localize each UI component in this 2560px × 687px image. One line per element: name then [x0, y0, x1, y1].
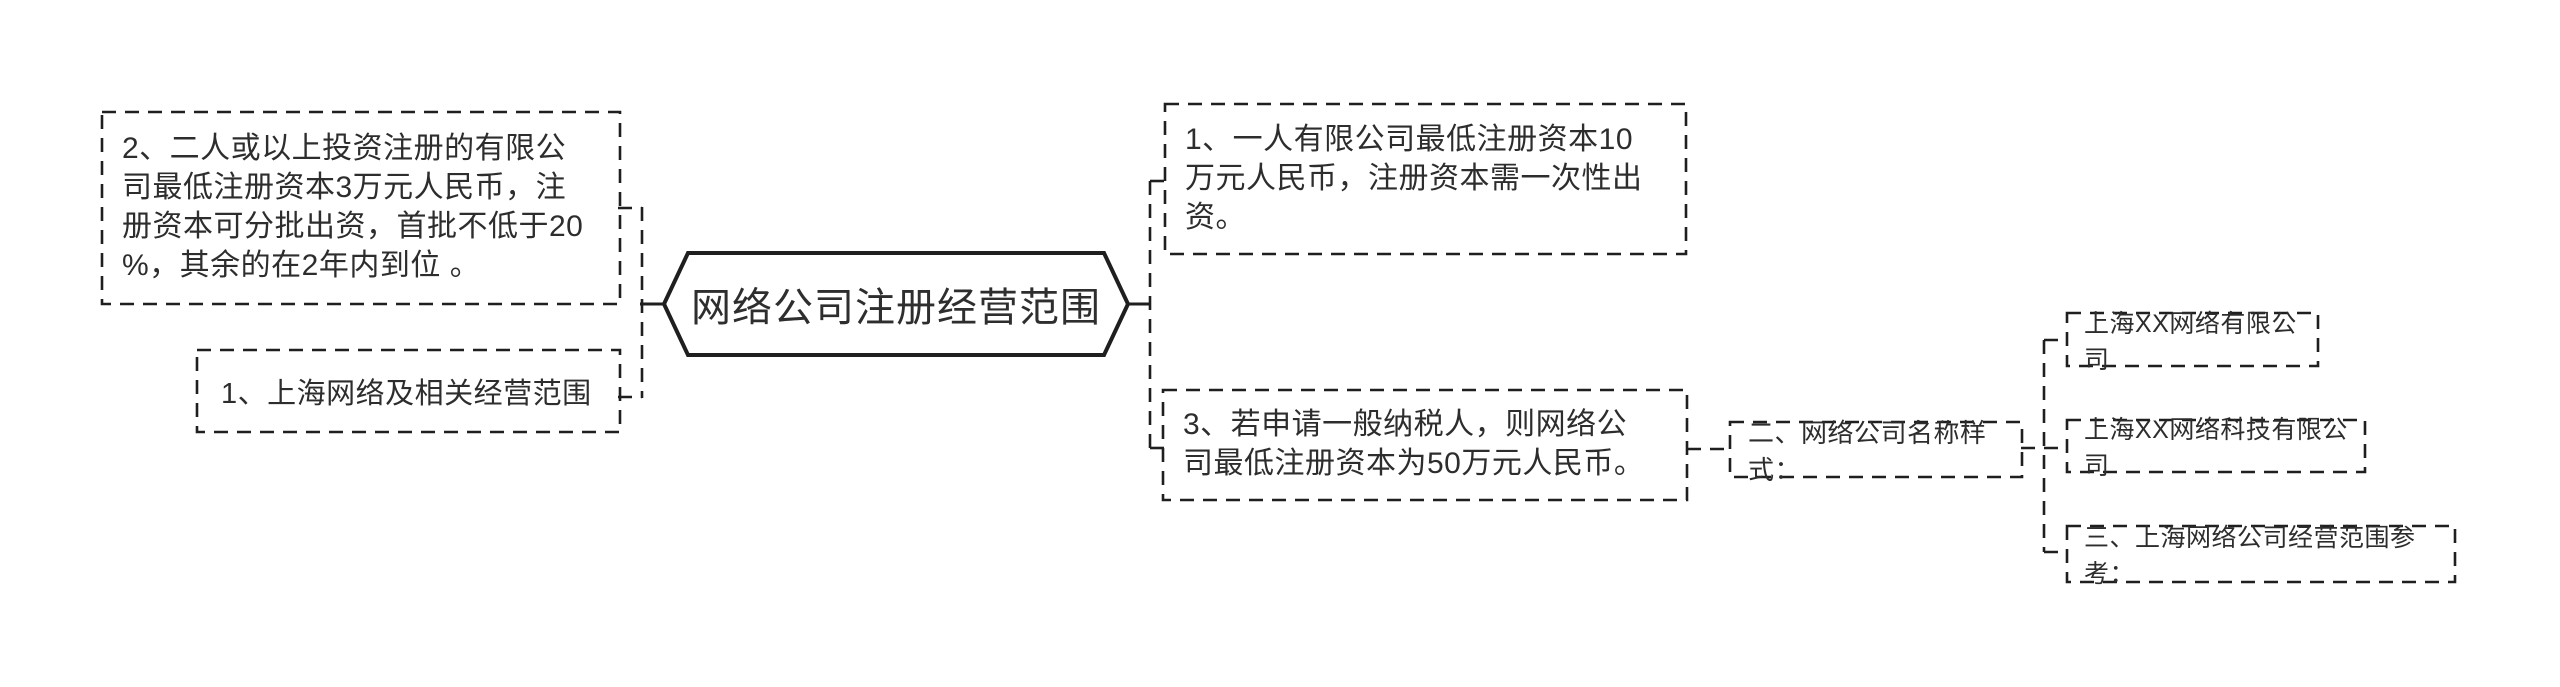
outline-naming-child-2 — [2065, 418, 2367, 474]
naming-child-3: 三、上海网络公司经营范围参考： — [2084, 524, 2416, 588]
outline-right-note-taxpayer — [1161, 388, 1689, 502]
naming-node-label: 二、网络公司名称样式： — [1748, 417, 1987, 485]
outline-naming-child-3 — [2065, 524, 2457, 584]
outline-naming-node — [1728, 420, 2024, 479]
root-node-label: 网络公司注册经营范围 — [691, 286, 1101, 330]
naming-child-1: 上海XX网络有限公司 — [2084, 309, 2297, 374]
outline-naming-child-1 — [2065, 311, 2320, 368]
outline-left-note-scope — [195, 348, 622, 434]
outline-left-note-capital — [100, 110, 622, 306]
right-note-one-person: 1、一人有限公司最低注册资本10 万元人民币，注册资本需一次性出 资。 — [1185, 123, 1643, 234]
left-note-capital: 2、二人或以上投资注册的有限公 司最低注册资本3万元人民币，注 册资本可分批出资… — [122, 132, 584, 282]
naming-child-2: 上海XX网络科技有限公司 — [2084, 416, 2348, 480]
outline-right-note-one-person — [1163, 102, 1688, 256]
left-note-scope: 1、上海网络及相关经营范围 — [221, 378, 592, 410]
right-note-taxpayer: 3、若申请一般纳税人，则网络公 司最低注册资本为50万元人民币。 — [1183, 408, 1645, 480]
